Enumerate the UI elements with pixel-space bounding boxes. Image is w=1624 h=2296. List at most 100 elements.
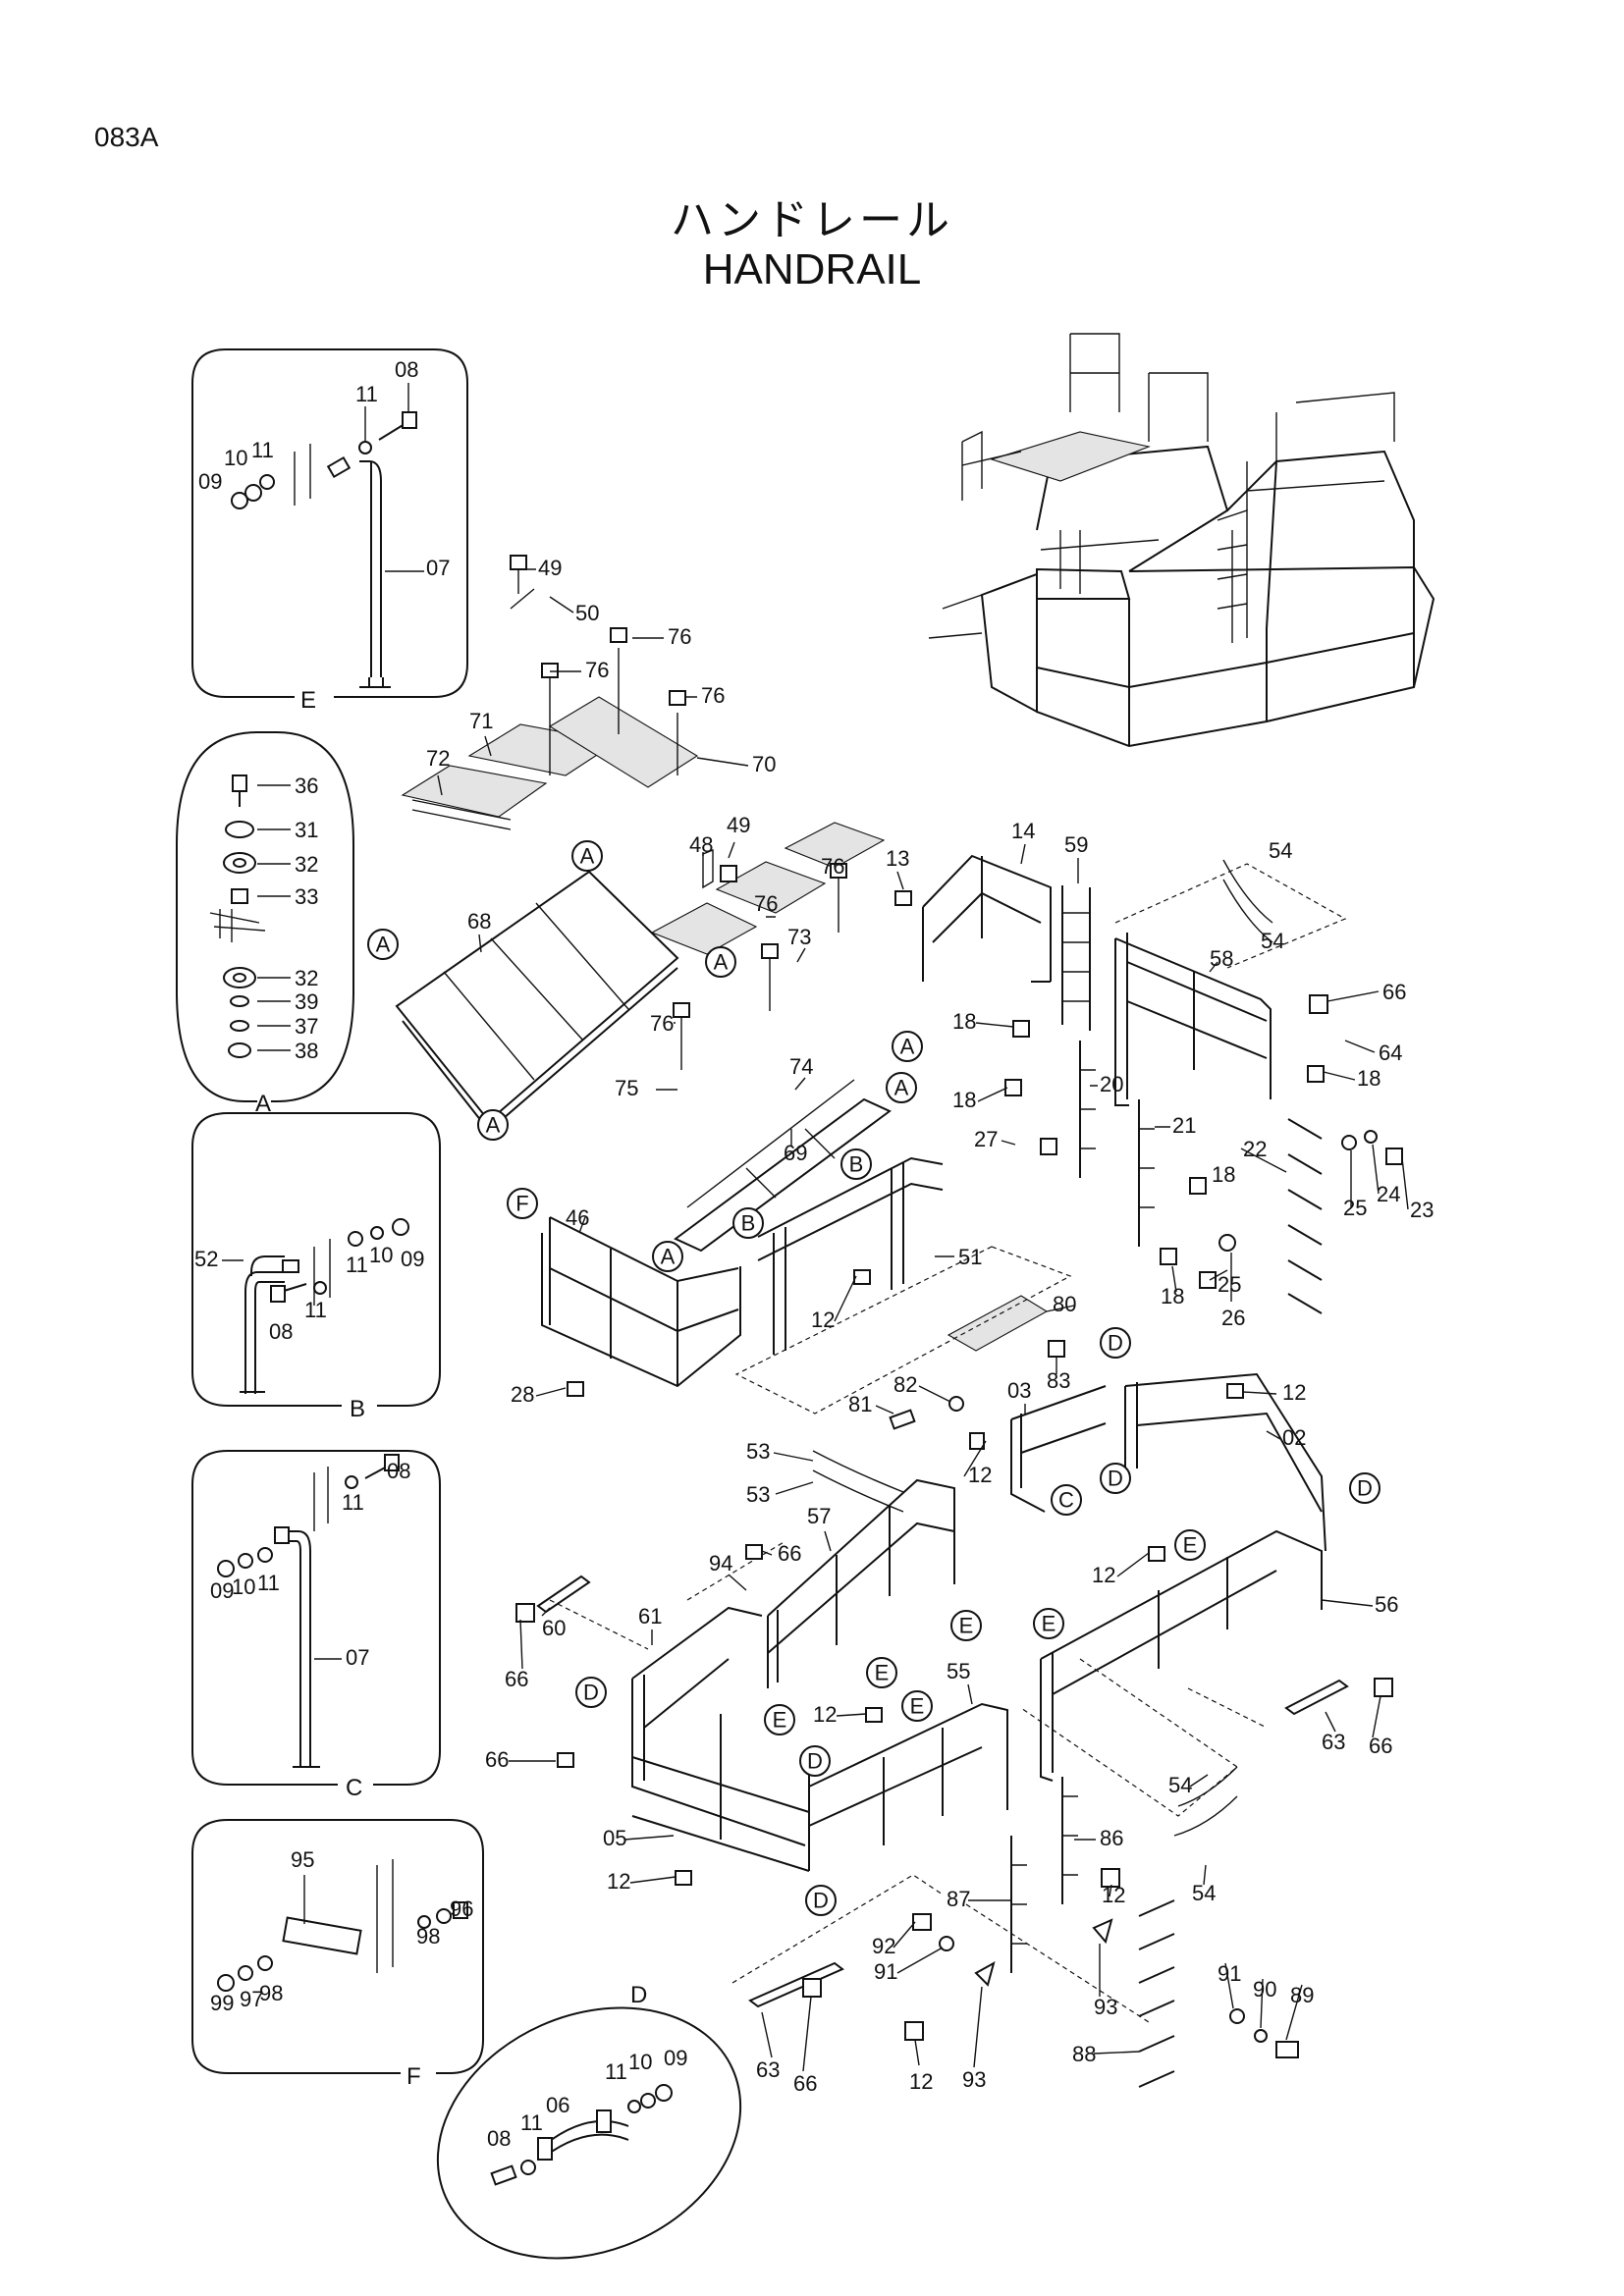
svg-text:73: 73 <box>787 925 811 949</box>
svg-text:A: A <box>580 844 595 869</box>
svg-text:E: E <box>959 1614 974 1638</box>
svg-text:F: F <box>515 1192 528 1216</box>
svg-text:32: 32 <box>295 852 318 877</box>
callout-d: D <box>575 1677 607 1708</box>
svg-text:20: 20 <box>1100 1072 1123 1096</box>
callout-d: D <box>799 1745 831 1777</box>
svg-text:82: 82 <box>893 1372 917 1397</box>
svg-text:18: 18 <box>1161 1284 1184 1308</box>
svg-text:A: A <box>894 1076 909 1100</box>
callout-a: A <box>892 1031 923 1062</box>
svg-text:25: 25 <box>1218 1272 1241 1297</box>
svg-text:06: 06 <box>546 2093 569 2117</box>
svg-text:09: 09 <box>210 1578 234 1603</box>
svg-text:76: 76 <box>585 658 609 682</box>
svg-text:09: 09 <box>664 2046 687 2070</box>
svg-text:18: 18 <box>1357 1066 1380 1091</box>
svg-text:23: 23 <box>1410 1198 1434 1222</box>
svg-text:09: 09 <box>198 469 222 494</box>
svg-text:B: B <box>741 1211 756 1236</box>
svg-text:12: 12 <box>909 2069 933 2094</box>
callout-e: E <box>764 1704 795 1735</box>
svg-text:49: 49 <box>727 813 750 837</box>
svg-text:98: 98 <box>259 1981 283 2005</box>
callout-a: A <box>571 840 603 872</box>
svg-text:11: 11 <box>304 1298 327 1322</box>
svg-text:10: 10 <box>369 1243 393 1267</box>
svg-text:53: 53 <box>746 1482 770 1507</box>
svg-text:D: D <box>1108 1467 1123 1491</box>
inset-d-caption: D <box>630 1982 647 2008</box>
svg-text:A: A <box>376 933 391 957</box>
svg-text:11: 11 <box>520 2110 543 2135</box>
svg-text:71: 71 <box>469 709 493 733</box>
title-english: HANDRAIL <box>702 245 922 294</box>
svg-text:66: 66 <box>793 2071 817 2096</box>
svg-text:08: 08 <box>387 1459 410 1483</box>
svg-text:76: 76 <box>821 854 844 879</box>
callout-d: D <box>1100 1463 1131 1494</box>
svg-text:94: 94 <box>709 1551 732 1575</box>
svg-text:31: 31 <box>295 818 318 842</box>
svg-text:66: 66 <box>778 1541 801 1566</box>
callout-a: A <box>886 1072 917 1103</box>
callout-e: E <box>1033 1608 1064 1639</box>
svg-text:56: 56 <box>1375 1592 1398 1617</box>
svg-text:66: 66 <box>1369 1734 1392 1758</box>
svg-text:A: A <box>714 950 729 975</box>
svg-text:02: 02 <box>1282 1425 1306 1450</box>
callout-a: A <box>705 946 736 978</box>
svg-text:97: 97 <box>240 1987 263 2011</box>
svg-text:75: 75 <box>615 1076 638 1100</box>
svg-text:99: 99 <box>210 1991 234 2015</box>
callout-d: D <box>805 1885 837 1916</box>
svg-text:83: 83 <box>1047 1368 1070 1393</box>
svg-text:76: 76 <box>701 683 725 708</box>
svg-text:11: 11 <box>257 1571 280 1595</box>
callout-e: E <box>1174 1529 1206 1561</box>
svg-text:63: 63 <box>756 2057 780 2082</box>
callout-e: E <box>950 1610 982 1641</box>
svg-text:25: 25 <box>1343 1196 1367 1220</box>
svg-text:96: 96 <box>450 1896 473 1921</box>
leader-lines <box>437 568 1409 2072</box>
svg-text:A: A <box>486 1113 501 1138</box>
callout-d: D <box>1100 1327 1131 1359</box>
svg-text:36: 36 <box>295 774 318 798</box>
hardware <box>515 865 1403 2058</box>
svg-text:64: 64 <box>1379 1041 1402 1065</box>
svg-text:88: 88 <box>1072 2042 1096 2066</box>
svg-text:21: 21 <box>1172 1113 1196 1138</box>
svg-text:46: 46 <box>566 1205 589 1230</box>
inset-b-caption: B <box>350 1396 365 1422</box>
svg-text:52: 52 <box>194 1247 218 1271</box>
svg-text:27: 27 <box>974 1127 998 1151</box>
svg-text:14: 14 <box>1011 819 1035 843</box>
svg-text:08: 08 <box>269 1319 293 1344</box>
svg-text:37: 37 <box>295 1014 318 1039</box>
callout-a: A <box>367 929 399 960</box>
svg-text:B: B <box>849 1152 864 1177</box>
svg-text:07: 07 <box>346 1645 369 1670</box>
svg-text:10: 10 <box>628 2050 652 2074</box>
svg-text:70: 70 <box>752 752 776 776</box>
svg-text:50: 50 <box>575 601 599 625</box>
svg-text:91: 91 <box>874 1959 897 1984</box>
svg-text:D: D <box>1108 1331 1123 1356</box>
svg-text:61: 61 <box>638 1604 662 1629</box>
svg-text:09: 09 <box>401 1247 424 1271</box>
svg-text:07: 07 <box>426 556 450 580</box>
svg-text:74: 74 <box>789 1054 813 1079</box>
svg-text:60: 60 <box>542 1616 566 1640</box>
svg-text:54: 54 <box>1192 1881 1216 1905</box>
svg-text:08: 08 <box>487 2126 511 2151</box>
inset-c-caption: C <box>346 1775 362 1801</box>
inset-e-caption: E <box>300 687 316 714</box>
title-japanese: ハンドレール <box>671 195 953 245</box>
svg-text:11: 11 <box>251 438 274 462</box>
svg-text:55: 55 <box>947 1659 970 1683</box>
machine-overview <box>928 333 1435 748</box>
